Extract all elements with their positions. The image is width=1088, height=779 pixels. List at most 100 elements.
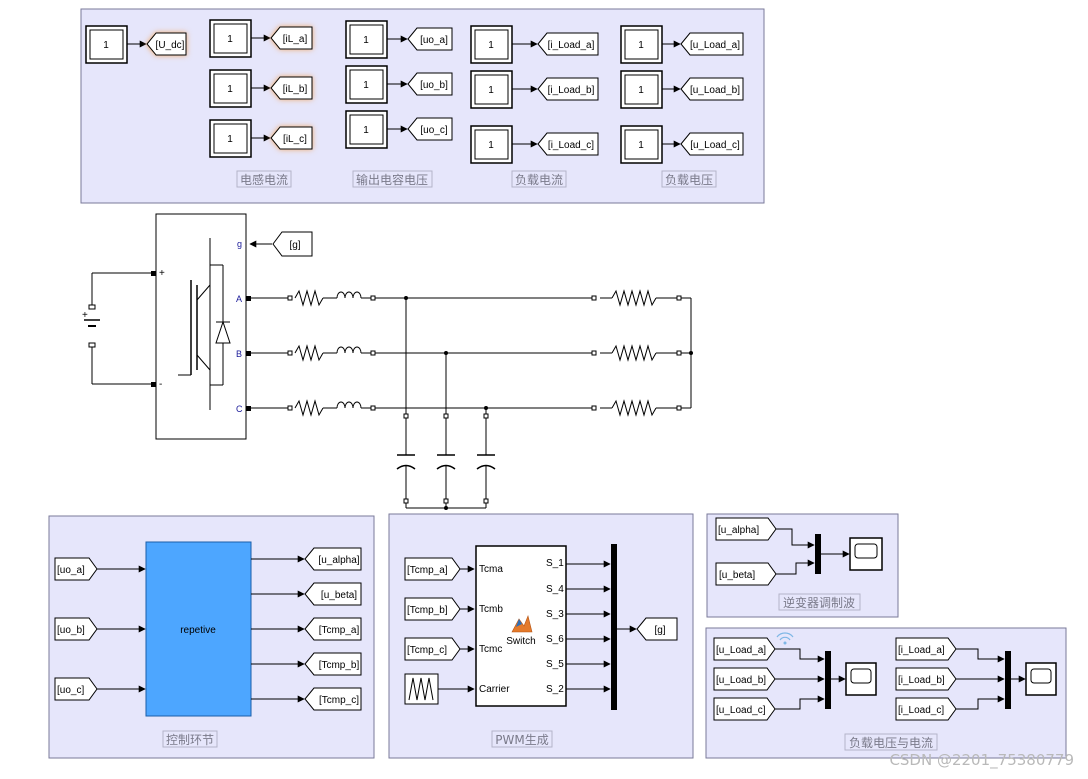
goto-tag-uload-c[interactable]: [u_Load_c]: [680, 132, 744, 156]
pwm-port-carrier: Carrier: [479, 684, 510, 695]
area-label-load-vi: 负载电压与电流: [849, 736, 933, 750]
load-vi-section: [u_Load_a] [u_Load_b] [u_Load_c] [i_Load…: [713, 632, 1057, 721]
mux-bar[interactable]: [815, 534, 821, 574]
dc-voltage-source[interactable]: +: [82, 273, 100, 384]
dc-plus-mark: +: [82, 310, 88, 321]
pwm-port-s1: S_1: [546, 558, 564, 569]
from-tag-i-load-c[interactable]: [i_Load_c]: [895, 697, 957, 721]
goto-tag-uo-a[interactable]: [uo_a]: [407, 27, 453, 51]
goto-tag-iload-c[interactable]: [i_Load_c]: [537, 132, 599, 156]
control-section: [uo_a] [uo_b] [uo_c] repetive [u_alpha] …: [54, 541, 362, 717]
pwm-port-tcma: Tcma: [479, 564, 503, 575]
measurement-blocks: 1 [U_dc] 1 [iL_a] 1 [iL_b] 1 [iL_c] 1 [u…: [85, 19, 744, 164]
carrier-source[interactable]: [404, 673, 439, 705]
from-tag-u-load-a[interactable]: [u_Load_a]: [713, 637, 776, 661]
universal-bridge-block[interactable]: + - g A B C: [151, 213, 251, 440]
scope-block[interactable]: [845, 662, 877, 696]
constant-value: 1: [638, 40, 644, 51]
goto-tag-label: [g]: [654, 625, 665, 636]
area-label-modulation: 逆变器调制波: [783, 595, 855, 610]
bridge-minus-label: -: [159, 379, 162, 390]
goto-tag-label: [u_Load_a]: [690, 40, 740, 51]
from-tag-uo-a[interactable]: [uo_a]: [54, 557, 98, 581]
phase-b-line: [251, 344, 691, 362]
goto-tag-u-beta[interactable]: [u_beta]: [304, 582, 362, 606]
goto-tag-tcmp-a[interactable]: [Tcmp_a]: [304, 617, 362, 641]
subsystem-label: repetive: [180, 625, 216, 636]
area-label-load-current: 负载电流: [515, 173, 563, 187]
mux-bar[interactable]: [1005, 651, 1011, 709]
from-tag-label: [i_Load_a]: [898, 645, 945, 656]
constant-block[interactable]: 1: [345, 110, 388, 149]
goto-tag-label: [U_dc]: [156, 40, 185, 51]
constant-block[interactable]: 1: [209, 119, 252, 158]
constant-block[interactable]: 1: [209, 19, 252, 58]
goto-tag-u-alpha[interactable]: [u_alpha]: [304, 547, 362, 571]
pwm-port-tcmc: Tcmc: [479, 644, 502, 655]
goto-tag-uload-a[interactable]: [u_Load_a]: [680, 32, 744, 56]
scope-block[interactable]: [1025, 662, 1057, 696]
repetive-subsystem[interactable]: repetive: [145, 541, 252, 717]
goto-tag-uo-b[interactable]: [uo_b]: [407, 72, 453, 96]
goto-tag-il-b[interactable]: [iL_b]: [270, 76, 313, 100]
constant-value: 1: [638, 85, 644, 96]
goto-tag-iload-b[interactable]: [i_Load_b]: [537, 77, 599, 101]
goto-tag-uload-b[interactable]: [u_Load_b]: [680, 77, 744, 101]
goto-tag-label: [u_beta]: [321, 590, 357, 601]
constant-block[interactable]: 1: [345, 20, 388, 59]
filter-capacitors: [396, 296, 496, 510]
from-tag-i-load-a[interactable]: [i_Load_a]: [895, 637, 957, 661]
goto-tag-iload-a[interactable]: [i_Load_a]: [537, 32, 599, 56]
pwm-port-s6: S_6: [546, 634, 564, 645]
constant-block[interactable]: 1: [620, 125, 663, 164]
goto-tag-tcmp-b[interactable]: [Tcmp_b]: [304, 652, 362, 676]
pwm-port-tcmb: Tcmb: [479, 604, 503, 615]
pwm-section: [Tcmp_a] [Tcmp_b] [Tcmp_c] Tcma Tcmb Tcm…: [404, 544, 678, 710]
constant-block[interactable]: 1: [470, 25, 513, 64]
goto-tag-il-a[interactable]: [iL_a]: [270, 26, 313, 50]
goto-tag-label: [uo_b]: [420, 80, 448, 91]
goto-tag-label: [Tcmp_c]: [319, 695, 359, 706]
goto-tag-label: [Tcmp_a]: [319, 625, 360, 636]
goto-tag-label: [i_Load_b]: [548, 85, 595, 96]
from-tag-u-load-c[interactable]: [u_Load_c]: [713, 697, 776, 721]
goto-tag-g[interactable]: [g]: [636, 617, 678, 641]
area-label-control: 控制环节: [166, 733, 214, 747]
goto-tag-label: [iL_a]: [283, 34, 308, 45]
goto-tag-label: [uo_a]: [420, 35, 448, 46]
from-tag-u-alpha[interactable]: [u_alpha]: [715, 517, 777, 541]
constant-block[interactable]: 1: [345, 65, 388, 104]
goto-tag-il-c[interactable]: [iL_c]: [270, 126, 313, 150]
from-tag-u-load-b[interactable]: [u_Load_b]: [713, 667, 776, 691]
pwm-switch-block[interactable]: Tcma Tcmb Tcmc Carrier S_1 S_4 S_3 S_6 S…: [475, 545, 567, 707]
from-tag-tcmp-a[interactable]: [Tcmp_a]: [404, 557, 461, 581]
from-tag-u-beta[interactable]: [u_beta]: [715, 562, 777, 586]
from-tag-uo-b[interactable]: [uo_b]: [54, 617, 98, 641]
goto-tag-label: [u_Load_b]: [690, 85, 740, 96]
goto-tag-label: [i_Load_c]: [548, 140, 594, 151]
constant-block[interactable]: 1: [470, 125, 513, 164]
scope-block[interactable]: [849, 537, 883, 571]
from-tag-tcmp-b[interactable]: [Tcmp_b]: [404, 597, 461, 621]
constant-block[interactable]: 1: [85, 25, 128, 64]
phase-a-line: [251, 289, 691, 307]
from-tag-label: [u_Load_b]: [716, 675, 766, 686]
goto-tag-label: [i_Load_a]: [548, 40, 595, 51]
constant-block[interactable]: 1: [620, 25, 663, 64]
constant-block[interactable]: 1: [470, 70, 513, 109]
constant-block[interactable]: 1: [209, 69, 252, 108]
from-tag-tcmp-c[interactable]: [Tcmp_c]: [404, 637, 461, 661]
from-tag-label: [g]: [289, 240, 300, 251]
goto-tag-label: [iL_c]: [283, 134, 307, 145]
from-tag-g[interactable]: [g]: [272, 231, 313, 257]
from-tag-uo-c[interactable]: [uo_c]: [54, 677, 98, 701]
mux-bar[interactable]: [611, 544, 617, 710]
from-tag-label: [i_Load_c]: [898, 705, 944, 716]
goto-tag-tcmp-c[interactable]: [Tcmp_c]: [304, 687, 362, 711]
constant-block[interactable]: 1: [620, 70, 663, 109]
from-tag-i-load-b[interactable]: [i_Load_b]: [895, 667, 957, 691]
mux-bar[interactable]: [825, 651, 831, 709]
goto-tag-udc[interactable]: [U_dc]: [146, 32, 187, 56]
goto-tag-uo-c[interactable]: [uo_c]: [407, 117, 453, 141]
